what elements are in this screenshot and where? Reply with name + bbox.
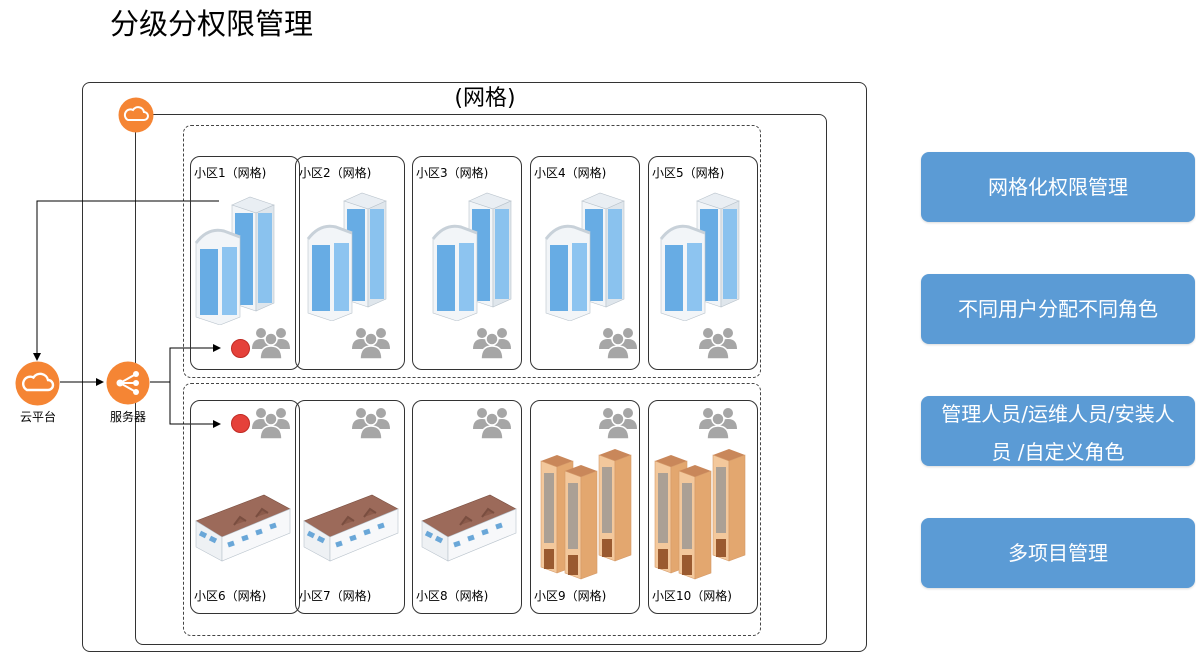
feature-role-assignment: 不同用户分配不同角色 — [921, 274, 1195, 344]
townhouse-icon — [194, 485, 292, 565]
red-dot-marker — [231, 414, 250, 433]
apartment-block-icon — [540, 448, 632, 580]
community-label: 小区7（网格) — [299, 589, 372, 603]
wire-server-to-community1 — [150, 344, 221, 383]
cloud-platform-label: 云平台 — [19, 410, 56, 424]
community-label: 小区6（网格) — [194, 589, 267, 603]
grid-label: (网格) — [454, 86, 516, 111]
community-label: 小区9（网格) — [534, 589, 607, 603]
wire-server-to-community6 — [169, 382, 221, 428]
feature-multi-project: 多项目管理 — [921, 518, 1195, 588]
apartment-block-icon — [654, 448, 746, 580]
user-group-icon — [473, 327, 512, 360]
community-card-10[interactable]: 小区10（网格) — [648, 400, 758, 614]
community-card-7[interactable]: 小区7（网格) — [295, 400, 405, 614]
user-group-icon — [352, 407, 391, 440]
townhouse-icon — [302, 485, 400, 565]
office-tower-icon — [194, 195, 276, 325]
outer-frame — [82, 82, 867, 652]
page-title: 分级分权限管理 — [110, 7, 314, 41]
community-group-top — [183, 125, 761, 378]
office-tower-icon — [306, 191, 388, 321]
user-group-icon — [352, 327, 391, 360]
office-tower-icon — [659, 191, 741, 321]
community-label: 小区8（网格) — [416, 589, 489, 603]
community-card-2[interactable]: 小区2（网格) — [295, 156, 405, 370]
community-label: 小区10（网格) — [652, 589, 732, 603]
wire-community1-to-cloud — [33, 200, 219, 361]
load-balancer-icon — [106, 361, 150, 405]
community-card-8[interactable]: 小区8（网格) — [412, 400, 522, 614]
cloud-icon — [118, 97, 154, 133]
feature-grid-permission: 网格化权限管理 — [921, 152, 1195, 222]
community-label: 小区1（网格) — [194, 166, 267, 180]
user-group-icon — [252, 407, 291, 440]
user-group-icon — [473, 407, 512, 440]
cloud-icon — [15, 361, 60, 406]
community-label: 小区3（网格) — [416, 166, 489, 180]
townhouse-icon — [420, 485, 518, 565]
user-group-icon — [699, 327, 738, 360]
red-dot-marker — [231, 339, 250, 358]
user-group-icon — [599, 327, 638, 360]
community-card-6[interactable]: 小区6（网格) — [190, 400, 300, 614]
community-card-9[interactable]: 小区9（网格) — [530, 400, 640, 614]
community-card-1[interactable]: 小区1（网格) — [190, 156, 300, 370]
office-tower-icon — [431, 191, 513, 321]
community-label: 小区2（网格) — [299, 166, 372, 180]
server-label: 服务器 — [109, 410, 146, 424]
community-label: 小区5（网格) — [652, 166, 725, 180]
feature-user-roles: 管理人员/运维人员/安装人员 /自定义角色 — [921, 396, 1195, 466]
community-label: 小区4（网格) — [534, 166, 607, 180]
community-group-bottom — [183, 383, 761, 636]
office-tower-icon — [544, 191, 626, 321]
community-card-5[interactable]: 小区5（网格) — [648, 156, 758, 370]
community-card-3[interactable]: 小区3（网格) — [412, 156, 522, 370]
user-group-icon — [252, 327, 291, 360]
community-card-4[interactable]: 小区4（网格) — [530, 156, 640, 370]
